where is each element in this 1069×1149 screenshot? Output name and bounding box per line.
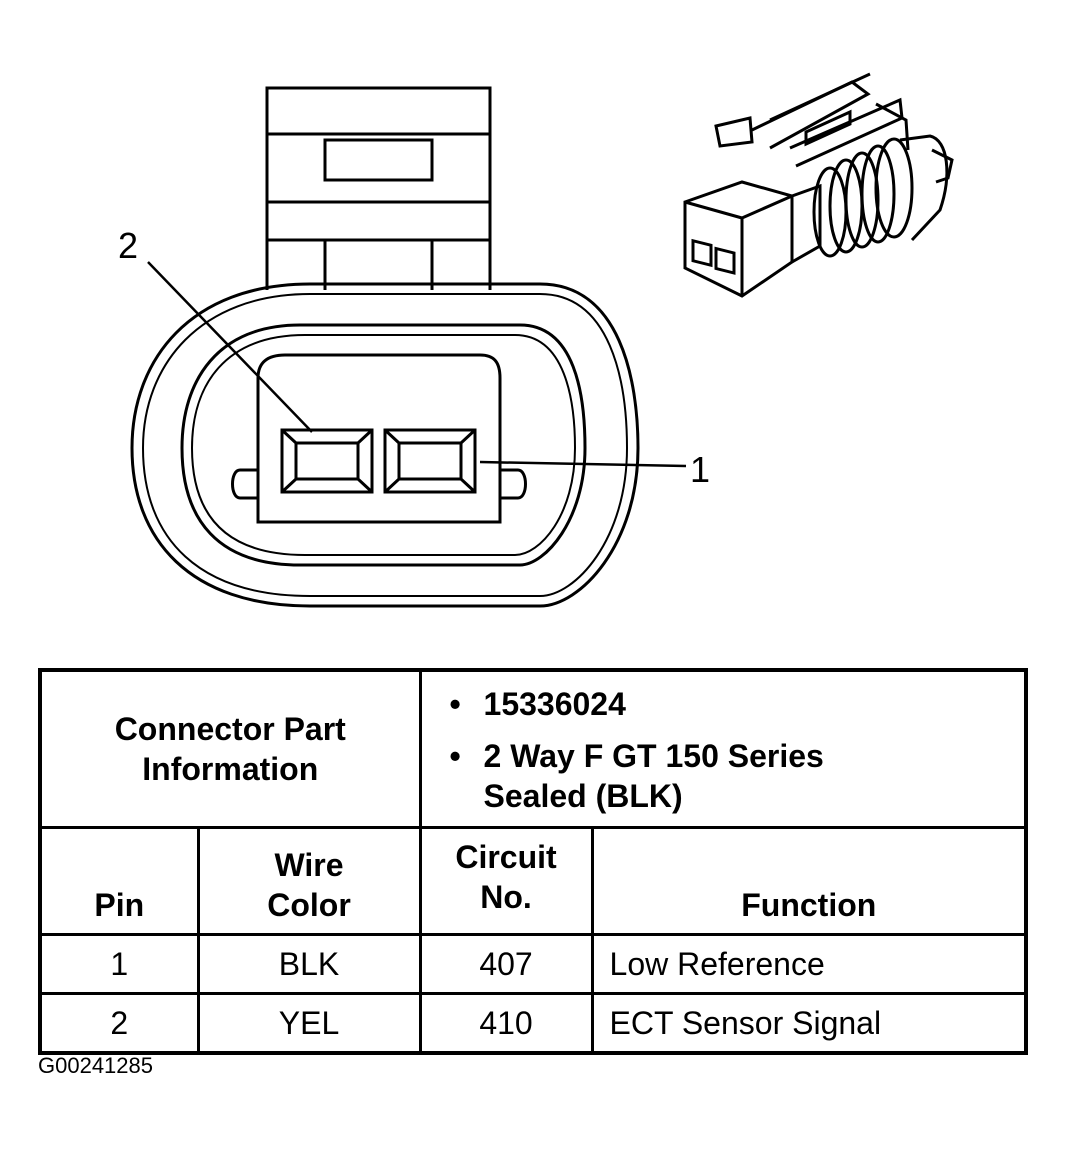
leader-line-pin2 bbox=[147, 261, 313, 433]
latch-tab bbox=[265, 86, 492, 290]
connector-illustration bbox=[130, 72, 954, 608]
function-cell: Low Reference bbox=[590, 933, 1028, 995]
terminal-cavity-pin1 bbox=[383, 428, 477, 494]
connector-outer-shell bbox=[130, 282, 640, 608]
table-row: 1 BLK 407 Low Reference bbox=[38, 933, 1028, 995]
pin1-callout: 1 bbox=[690, 449, 711, 490]
table-row: 2 YEL 410 ECT Sensor Signal bbox=[38, 992, 1028, 1055]
pin2-callout: 2 bbox=[118, 225, 139, 266]
function-header: Function bbox=[590, 826, 1028, 936]
connector-inner-shell bbox=[180, 323, 587, 567]
connector-isometric-view bbox=[683, 72, 954, 298]
part-info-row: Connector Part Information 15336024 2 Wa… bbox=[38, 668, 1028, 829]
connector-middle-shell bbox=[141, 293, 629, 597]
connector-info-table: Connector Part Information 15336024 2 Wa… bbox=[38, 668, 1028, 1055]
key-right bbox=[500, 468, 527, 500]
pin-header: Pin bbox=[38, 826, 200, 936]
circuit-no-cell: 410 bbox=[418, 992, 594, 1055]
circuit-no-header: Circuit No. bbox=[418, 826, 594, 936]
figure-id: G00241285 bbox=[38, 1053, 153, 1078]
wire-color-cell: YEL bbox=[196, 992, 422, 1055]
key-left bbox=[231, 468, 258, 500]
cavity-housing bbox=[256, 353, 502, 524]
circuit-no-cell: 407 bbox=[418, 933, 594, 995]
column-header-row: Pin Wire Color Circuit No. Function bbox=[38, 826, 1028, 936]
wire-color-cell: BLK bbox=[196, 933, 422, 995]
wire-color-header: Wire Color bbox=[196, 826, 422, 936]
leader-line-pin1 bbox=[479, 460, 687, 468]
terminal-cavity-pin2 bbox=[280, 428, 374, 494]
part-info-details: 15336024 2 Way F GT 150 Series Sealed (B… bbox=[418, 668, 1028, 829]
connector-description: 2 Way F GT 150 Series Sealed (BLK) bbox=[450, 736, 884, 816]
part-number: 15336024 bbox=[449, 684, 1014, 724]
function-cell: ECT Sensor Signal bbox=[590, 992, 1028, 1055]
connector-seal-ring bbox=[190, 334, 577, 556]
part-info-label: Connector Part Information bbox=[38, 668, 422, 829]
pin-cell: 1 bbox=[38, 933, 200, 995]
pin-cell: 2 bbox=[38, 992, 200, 1055]
